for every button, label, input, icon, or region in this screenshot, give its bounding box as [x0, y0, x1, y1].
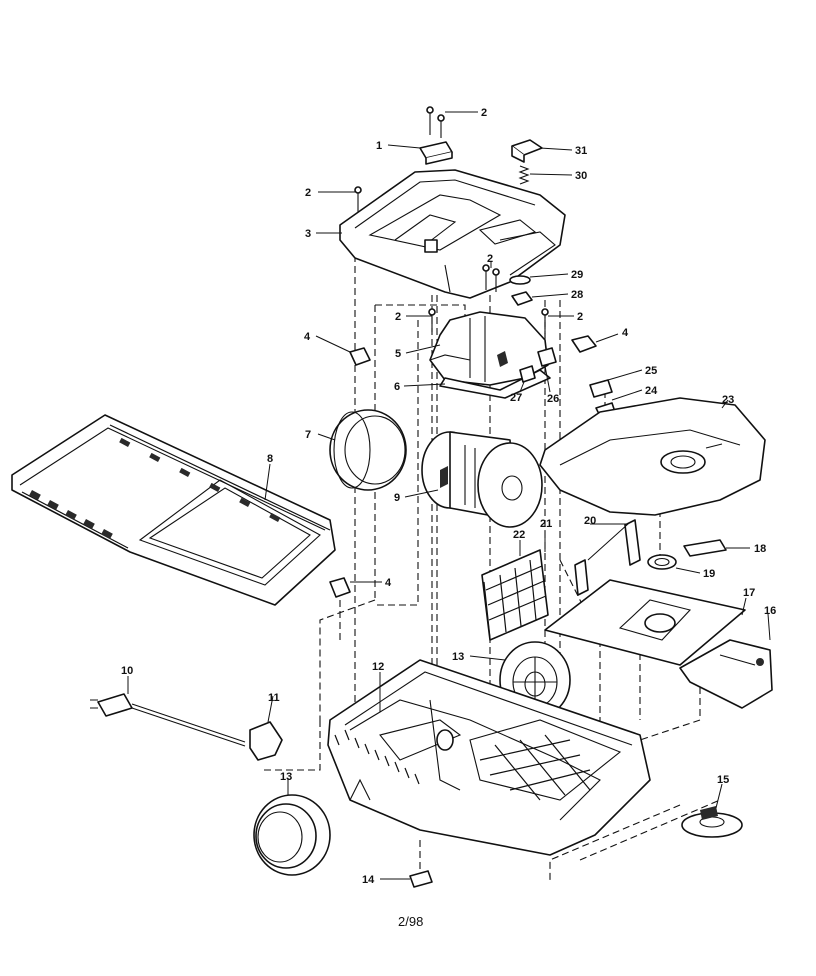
part-7-ring: [329, 409, 407, 491]
callout-4-right: 4: [622, 327, 629, 339]
part-4-clip-right: [571, 335, 597, 353]
callout-23: 23: [722, 394, 734, 406]
callout-2-fan-right: 2: [577, 311, 583, 323]
part-22-filter: [481, 549, 549, 641]
part-11-cord-clip: [249, 721, 283, 761]
callout-5: 5: [395, 348, 401, 360]
callout-21: 21: [540, 518, 552, 530]
callout-2-mid: 2: [487, 253, 493, 265]
part-30-spring: [518, 165, 530, 185]
callout-29: 29: [571, 269, 583, 281]
part-8-frame: [11, 414, 336, 606]
callout-7: 7: [305, 429, 311, 441]
part-6-gasket: [439, 369, 551, 399]
page-code: 2/98: [398, 914, 424, 929]
callout-19: 19: [703, 568, 715, 580]
callout-2-fan-left: 2: [395, 311, 401, 323]
callout-2-left: 2: [305, 187, 311, 199]
callout-14: 14: [362, 874, 375, 886]
part-31-knob: [511, 139, 543, 163]
callout-4-left: 4: [304, 331, 311, 343]
callout-12: 12: [372, 661, 384, 673]
callout-31: 31: [575, 145, 587, 157]
screw-top: [426, 106, 445, 138]
part-19-washer: [647, 554, 677, 570]
callout-27: 27: [510, 392, 522, 404]
callout-13-outer: 13: [280, 771, 292, 783]
callout-28: 28: [571, 289, 583, 301]
callout-9: 9: [394, 492, 400, 504]
part-18-button: [683, 539, 727, 557]
callout-6: 6: [394, 381, 400, 393]
part-9-motor: [421, 431, 543, 528]
callout-15: 15: [717, 774, 729, 786]
callout-10: 10: [121, 665, 133, 677]
part-13-wheel-outer: [253, 794, 331, 876]
part-17-bag-plate: [544, 579, 746, 666]
leader-lines: [127, 111, 771, 880]
part-28-bracket: [511, 291, 533, 306]
callout-20: 20: [584, 515, 596, 527]
callout-8: 8: [267, 453, 273, 465]
callout-labels: 2 1 31 30 2 3 2 29 28 2 2 4 4 5 6 27 26 …: [121, 107, 776, 886]
part-3-top-housing: [339, 169, 566, 299]
part-1-clip: [419, 141, 453, 165]
callout-3: 3: [305, 228, 311, 240]
part-10-power-cord: [90, 693, 246, 747]
callout-26: 26: [547, 393, 559, 405]
part-4-clip-left: [349, 347, 371, 366]
callout-1: 1: [376, 140, 382, 152]
callout-25: 25: [645, 365, 657, 377]
frame-slots: [29, 437, 281, 539]
screw-fan: [428, 264, 549, 334]
part-16-rear-latch: [679, 639, 773, 709]
part-14-foot: [409, 870, 433, 888]
part-15-caster: [681, 806, 743, 838]
callout-2-top: 2: [481, 107, 487, 119]
callout-30: 30: [575, 170, 587, 182]
part-25-bracket: [589, 379, 613, 398]
part-12-base: [327, 659, 651, 856]
callout-11: 11: [268, 692, 280, 704]
callout-24: 24: [645, 385, 658, 397]
part-4-clip-lower: [329, 577, 351, 598]
callout-17: 17: [743, 587, 755, 599]
base-vents: [334, 729, 420, 785]
part-23-cover: [539, 397, 766, 516]
part-27-tab: [519, 365, 536, 383]
part-26-latch: [537, 347, 557, 367]
screw-left: [354, 186, 362, 212]
callout-22: 22: [513, 529, 525, 541]
callout-13-inner: 13: [452, 651, 464, 663]
part-29-washer: [509, 275, 531, 285]
callout-4-lower: 4: [385, 577, 392, 589]
callout-18: 18: [754, 543, 766, 555]
part-20-latch: [574, 519, 641, 596]
callout-16: 16: [764, 605, 776, 617]
